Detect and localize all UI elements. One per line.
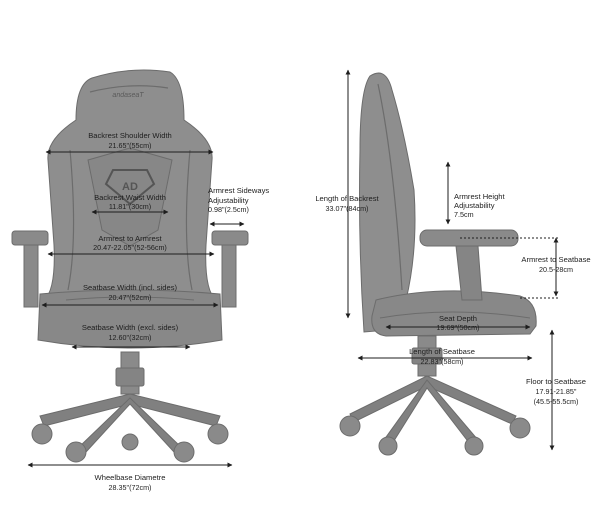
backrest-length-value: 33.07"(84cm) [326,204,369,213]
side-labels: Length of Backrest 33.07"(84cm) Armrest … [315,192,590,406]
seatbase-incl-label: Seatbase Width (incl. sides) [83,283,178,292]
floor-to-seatbase-value-2: (45.5-55.5cm) [534,397,579,406]
backrest-shoulder-value: 21.65"(55cm) [109,141,152,150]
side-chair-illustration [339,72,537,456]
wheelbase-label: Wheelbase Diametre [95,473,166,482]
brand-wordmark: andaseaT [112,92,144,99]
front-labels: Backrest Shoulder Width 21.65"(55cm) Bac… [82,131,270,492]
floor-to-seatbase-label: Floor to Seatbase [526,377,586,386]
armrest-to-armrest-value: 20.47-22.05"(52-56cm) [93,243,167,252]
armrest-sideways-value: 0.98"(2.5cm) [208,205,249,214]
backrest-length-label: Length of Backrest [315,194,379,203]
seat-depth-label: Seat Depth [439,314,477,323]
armrest-to-seatbase-label: Armrest to Seatbase [521,255,590,264]
armrest-sideways-label-1: Armrest Sideways [208,186,269,195]
andaseat-logo-icon: AD [104,169,156,206]
armrest-to-seatbase-value: 20.5-28cm [539,265,573,274]
seatbase-length-label: Length of Seatbase [409,347,475,356]
backrest-waist-value: 11.81"(30cm) [109,202,151,211]
front-chair-illustration: AD andaseaT [11,69,249,463]
front-dimension-lines [27,149,245,468]
armrest-sideways-label-2: Adjustability [208,196,249,205]
wheelbase-value: 28.35"(72cm) [109,483,152,492]
side-backrest [359,72,416,333]
armrest-height-label-1: Armrest Height [454,192,506,201]
svg-text:AD: AD [122,181,138,193]
seatbase-length-value: 22.83"(58cm) [421,357,464,366]
armrest-height-label-2: Adjustability [454,201,495,210]
side-dimension-lines [345,69,560,451]
floor-to-seatbase-value-1: 17.91-21.85" [536,387,577,396]
seatbase-excl-value: 12.60"(32cm) [109,333,152,342]
armrest-height-value: 7.5cm [454,210,474,219]
backrest-shoulder-label: Backrest Shoulder Width [88,131,172,140]
seatbase-incl-value: 20.47"(52cm) [109,293,152,302]
backrest-waist-label: Backrest Waist Width [94,193,166,202]
armrest-to-armrest-label: Armrest to Armrest [98,234,162,243]
seatbase-excl-label: Seatbase Width (excl. sides) [82,323,179,332]
seat-depth-value: 19.69"(50cm) [437,323,480,332]
